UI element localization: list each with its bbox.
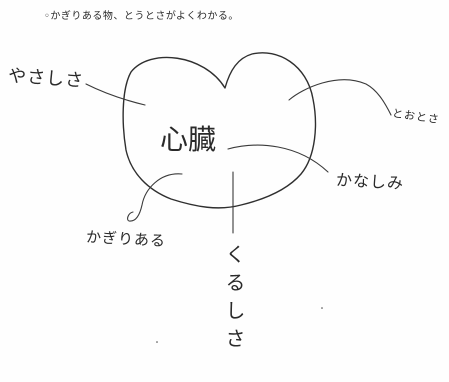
label-kurushisa: くるしさ [222, 244, 246, 356]
center-word: 心臓 [160, 123, 217, 156]
pointer-kagiriaru [127, 173, 183, 222]
pointer-totosa [288, 79, 392, 116]
heart-outline [122, 52, 317, 209]
stray-dot [321, 307, 323, 309]
stray-dot [156, 341, 158, 343]
pointer-kanashimi [227, 144, 329, 173]
label-kanashimi: かなしみ [335, 170, 405, 193]
label-kagiriaru: かぎりある [85, 227, 167, 251]
pointer-yasashisa [85, 83, 146, 106]
sketch-title: ◦かぎりある物、とうとさがよくわかる。 [44, 11, 239, 22]
label-yasashisa: やさしさ [7, 65, 85, 92]
